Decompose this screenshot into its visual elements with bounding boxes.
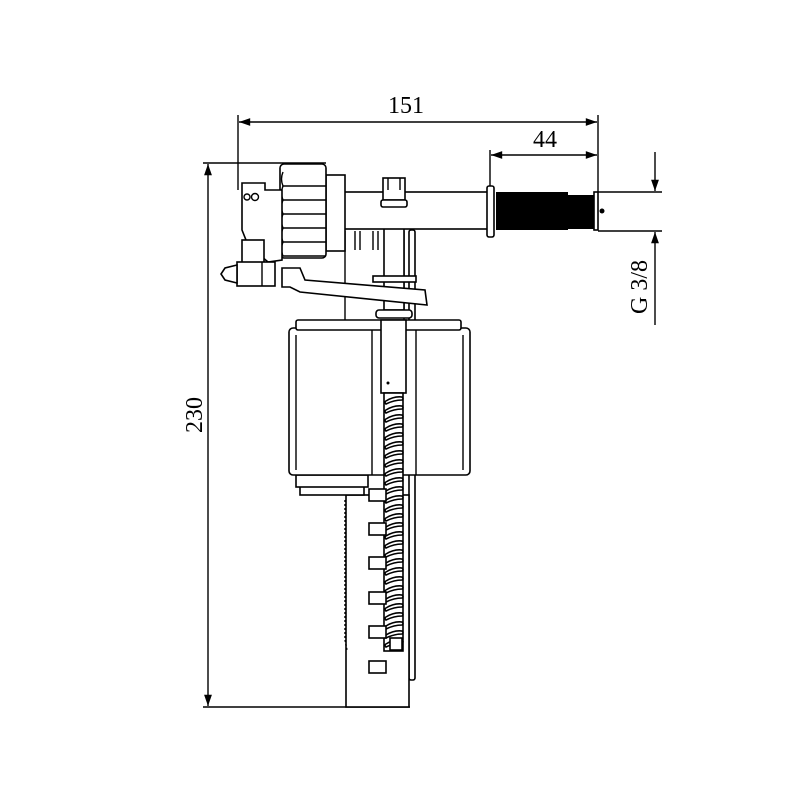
dimension-thread-size-label: G 3/8: [627, 260, 653, 314]
dimension-thread-length: 44: [489, 127, 597, 186]
screw-thread: [384, 540, 404, 549]
screw-thread: [384, 432, 404, 441]
screw-thread: [384, 414, 404, 423]
valve-body: [220, 163, 605, 708]
screw-thread: [384, 549, 404, 558]
dimension-height-label: 230: [182, 397, 208, 433]
screw-thread: [384, 495, 404, 504]
dimension-width-label: 151: [388, 93, 424, 119]
screw-thread: [384, 441, 404, 450]
height-slots: [368, 488, 387, 674]
dimension-thread-size: G 3/8: [598, 152, 662, 325]
screw-thread: [384, 405, 404, 414]
nut-ridge: [280, 171, 326, 187]
screw-thread: [384, 423, 404, 432]
screw-thread: [384, 450, 404, 459]
screw-thread: [384, 513, 404, 522]
screw-thread: [384, 603, 404, 612]
screw-thread: [384, 459, 404, 468]
screw-thread: [384, 468, 404, 477]
screw-thread: [384, 504, 404, 513]
screw-thread: [384, 567, 404, 576]
screw-thread: [384, 477, 404, 486]
screw-thread: [384, 612, 404, 621]
dimension-width: 151: [237, 93, 599, 192]
dimension-thread-length-label: 44: [533, 127, 557, 153]
screw-thread: [384, 576, 404, 585]
adjustment-screw: [384, 396, 404, 648]
screw-thread: [384, 396, 404, 405]
screw-thread: [384, 531, 404, 540]
